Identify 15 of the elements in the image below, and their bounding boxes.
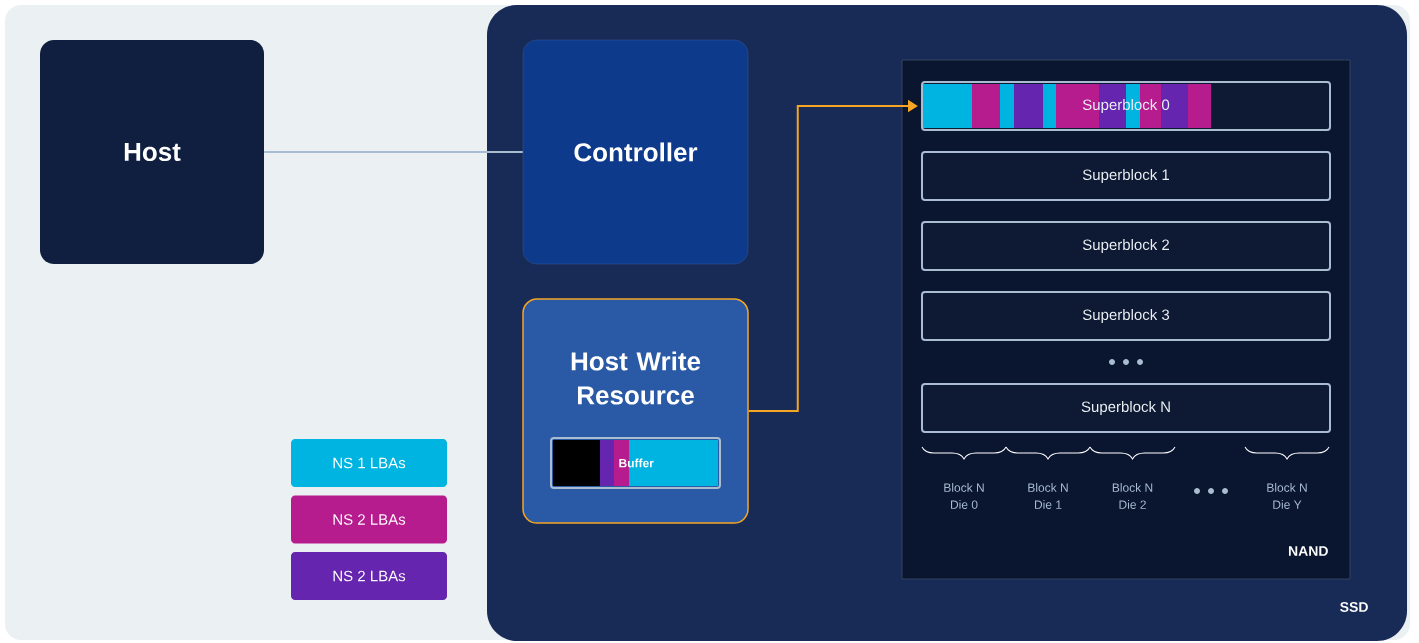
legend-item: NS 2 LBAs xyxy=(291,552,447,600)
superblock-bar: Superblock N xyxy=(921,383,1331,433)
superblock-bar: Superblock 3 xyxy=(921,291,1331,341)
superblock-bar: Superblock 1 xyxy=(921,151,1331,201)
die-label: Block N Die Y xyxy=(1267,483,1307,509)
controller-box: Controller xyxy=(522,39,749,265)
die-label: Block N Die 2 xyxy=(1112,483,1153,509)
legend-item: NS 2 LBAs xyxy=(291,495,447,544)
die-label: Block N Die 1 xyxy=(1028,483,1068,509)
die-label: Block N Die 0 xyxy=(944,483,984,509)
connector-line xyxy=(263,151,524,153)
superblock-bar: Superblock 2 xyxy=(921,221,1331,271)
host-box: Host xyxy=(40,40,264,264)
arrow xyxy=(747,99,918,412)
legend-item: NS 1 LBAs xyxy=(291,439,447,487)
